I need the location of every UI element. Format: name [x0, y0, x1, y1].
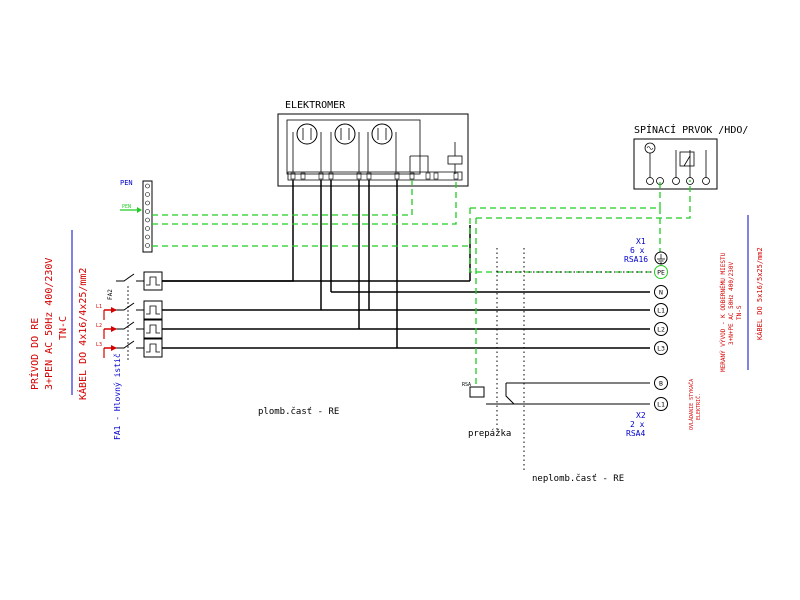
x1-terminal-label: N — [659, 289, 663, 297]
electricity-meter: ELEKTROMER — [277, 100, 469, 187]
outgoing-description: MERANÝ VÝVOD - K ODBERNÉMU MIESTU 3+N+PE… — [688, 215, 764, 430]
hdo-terminals — [646, 177, 710, 185]
pen-screw — [145, 243, 150, 248]
pen-screw — [145, 209, 150, 214]
meter-terminal — [328, 172, 334, 180]
x1-terminal-label: L2 — [657, 326, 665, 334]
x1-terminal: PE — [654, 265, 668, 279]
x2-count: 2 x — [630, 420, 645, 429]
x2-terminal: B — [654, 376, 668, 390]
meter-terminal — [318, 172, 324, 180]
x2-terminal-label: L1 — [657, 401, 665, 409]
fa1-label: FA1 - Hlovný istič — [112, 353, 122, 440]
x2-terminal-label: B — [659, 380, 663, 388]
fa2-label: FA2 — [107, 289, 114, 300]
meter-terminal — [425, 172, 431, 180]
meter-coil-2 — [330, 123, 360, 172]
x1-terminal: L1 — [654, 303, 668, 317]
main-breaker-fa1: FA2 — [107, 271, 163, 360]
phase-wires — [162, 180, 650, 349]
incoming-phase-label: L3 — [96, 342, 102, 348]
pen-busbar: PEN PEN — [120, 179, 153, 253]
hdo-terminal — [646, 177, 654, 185]
zone-sealed: plomb.časť - RE — [258, 406, 339, 417]
breaker-pole — [116, 300, 163, 320]
ground-symbol — [654, 251, 668, 265]
supply-line-1: PRÍVOD DO RE — [28, 318, 41, 390]
meter-terminal — [300, 172, 306, 180]
x1-terminal-label: L3 — [657, 345, 665, 353]
x1-terminal-label: L1 — [657, 307, 665, 315]
x2-terminal: L1 — [654, 397, 668, 411]
hdo-title: SPÍNACÍ PRVOK /HDO/ — [634, 123, 748, 136]
x1-terminal-label: PE — [657, 269, 665, 277]
supply-description: PRÍVOD DO RE 3+PEN AC 50Hz 400/230V TN-C… — [28, 230, 122, 440]
breaker-pole — [116, 271, 163, 291]
outgoing-line-4: KÁBEL DO 5x16/5x25/mm2 — [755, 247, 764, 340]
meter-terminal — [356, 172, 362, 180]
pen-screw — [145, 183, 150, 189]
meter-terminal — [366, 172, 372, 180]
x1-name: X1 — [636, 237, 646, 246]
x1-terminal: L3 — [654, 341, 668, 355]
meter-terminal — [433, 172, 439, 180]
x1-count: 6 x — [630, 246, 645, 255]
meter-coil-3 — [367, 123, 397, 172]
pen-arrow-label: PEN — [122, 204, 131, 210]
meter-terminal — [453, 172, 459, 180]
breaker-pole — [116, 338, 163, 358]
meter-terminal-strip — [287, 171, 463, 181]
zone-unsealed: neplomb.časť - RE — [532, 473, 624, 484]
relay-label: RSA — [462, 382, 471, 388]
meter-coil-1 — [292, 123, 322, 172]
pen-label: PEN — [120, 179, 133, 187]
ovl-line-2: ELEKTRIČ. — [695, 393, 702, 420]
pe-wires — [152, 180, 691, 384]
supply-line-2: 3+PEN AC 50Hz 400/230V — [44, 258, 55, 390]
terminal-block-x2: RSA X2 2 x RSA4 B L1 — [462, 376, 668, 438]
contactor-coil — [469, 386, 485, 398]
partition-line — [496, 248, 660, 470]
meter-terminal — [409, 172, 415, 180]
pen-screw — [145, 200, 150, 206]
pen-screw — [145, 234, 150, 240]
hdo-switch: SPÍNACÍ PRVOK /HDO/ — [633, 123, 748, 190]
ovl-line-1: OVLÁDANIE STYKAČA — [688, 379, 695, 430]
breaker-pole — [116, 319, 163, 339]
hdo-terminal — [672, 177, 680, 185]
meter-terminal — [394, 172, 400, 180]
hdo-terminal — [702, 177, 710, 185]
incoming-phase-label: L2 — [96, 323, 102, 329]
outgoing-line-3: TN-S — [736, 305, 743, 320]
pen-screw — [145, 226, 150, 231]
outgoing-line-2: 3+N+PE AC 50Hz 400/230V — [728, 262, 735, 345]
pen-screw — [145, 217, 150, 223]
x2-type: RSA4 — [626, 429, 645, 438]
incoming-phase-arrow: L1 — [96, 304, 117, 320]
incoming-phase-arrow: L2 — [96, 323, 117, 339]
outgoing-line-1: MERANÝ VÝVOD - K ODBERNÉMU MIESTU — [719, 252, 727, 372]
meter-title: ELEKTROMER — [285, 100, 346, 111]
x2-name: X2 — [636, 411, 646, 420]
supply-line-4: KÁBEL DO 4x16/4x25/mm2 — [76, 268, 89, 400]
supply-line-3: TN-C — [58, 316, 69, 340]
x1-terminal: L2 — [654, 322, 668, 336]
x1-terminal: N — [654, 285, 668, 299]
zone-partition: prepážka — [468, 429, 511, 439]
meter-terminal — [290, 172, 296, 180]
incoming-phase-arrow: L3 — [96, 342, 117, 358]
pen-screw — [145, 192, 150, 197]
x1-type: RSA16 — [624, 255, 648, 264]
incoming-phase-label: L1 — [96, 304, 102, 310]
